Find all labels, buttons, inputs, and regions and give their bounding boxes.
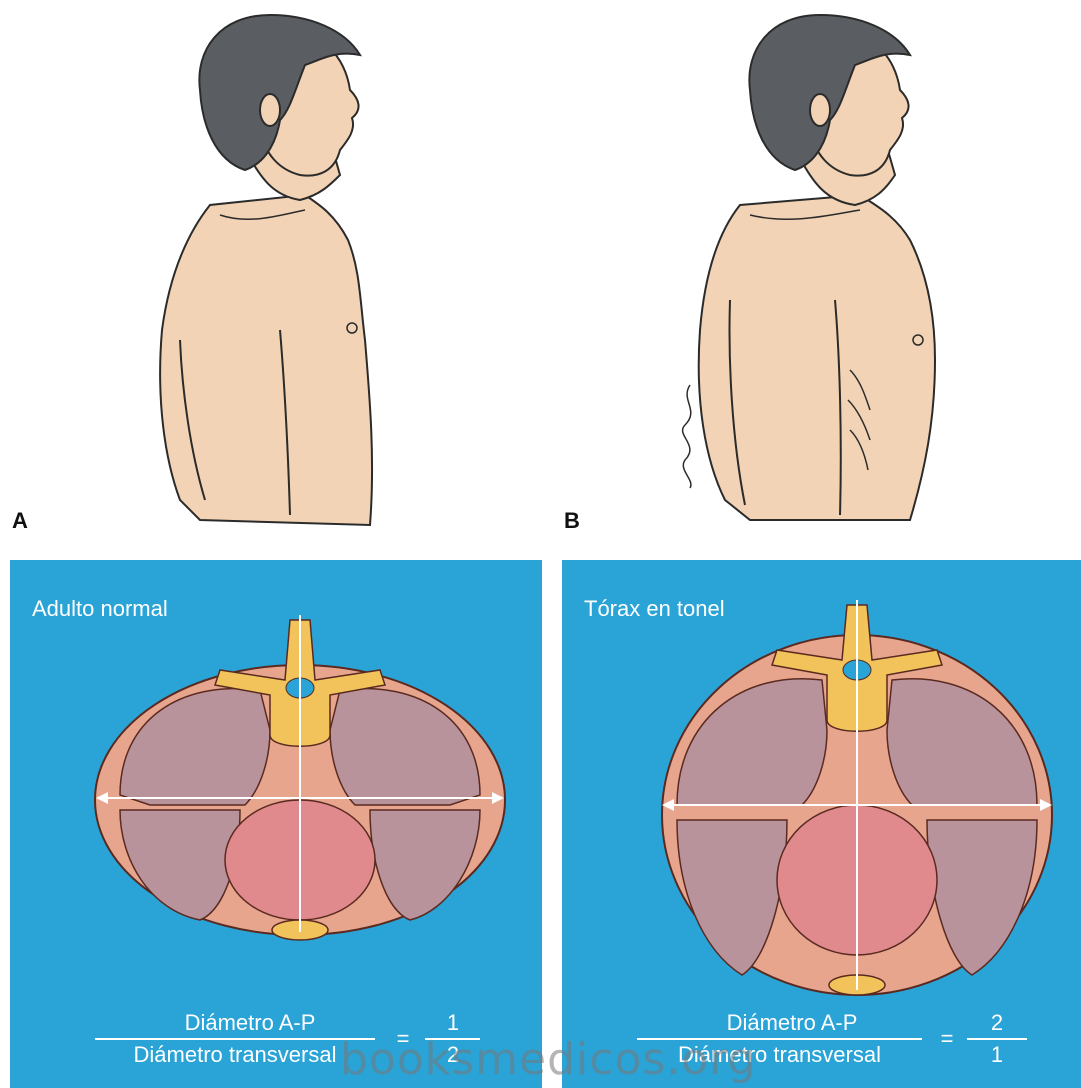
figure-label-b: B <box>564 508 580 534</box>
numerator-label: Diámetro A-P <box>672 1010 912 1036</box>
equals-sign: = <box>937 1026 957 1052</box>
barrel-thorax-cross-section <box>562 560 1081 1000</box>
normal-thorax-cross-section <box>10 560 542 980</box>
torso-b <box>699 195 935 520</box>
barrel-chest-cross-section-panel: Tórax en tonel Diámetro A-P Diámetro tra… <box>562 560 1081 1088</box>
ratio-numerator: 2 <box>982 1010 1012 1036</box>
ratio-numerator: 1 <box>438 1010 468 1036</box>
barrel-chest-profile-illustration <box>680 0 960 540</box>
normal-adult-cross-section-panel: Adulto normal Diámetro A-P Diámetro tran… <box>10 560 542 1088</box>
denominator-label: Diámetro transversal <box>105 1042 365 1068</box>
numerator-label: Diámetro A-P <box>130 1010 370 1036</box>
artist-signature <box>670 380 710 490</box>
normal-chest-profile-illustration <box>120 0 420 540</box>
watermark: booksmedicos.org <box>340 1034 756 1085</box>
ratio-denominator: 1 <box>982 1042 1012 1068</box>
figure-label-a: A <box>12 508 28 534</box>
left-lung <box>120 688 270 805</box>
fraction-line <box>95 1038 375 1040</box>
right-lung <box>330 688 480 805</box>
torso-a <box>160 195 372 525</box>
ratio-line <box>967 1038 1027 1040</box>
